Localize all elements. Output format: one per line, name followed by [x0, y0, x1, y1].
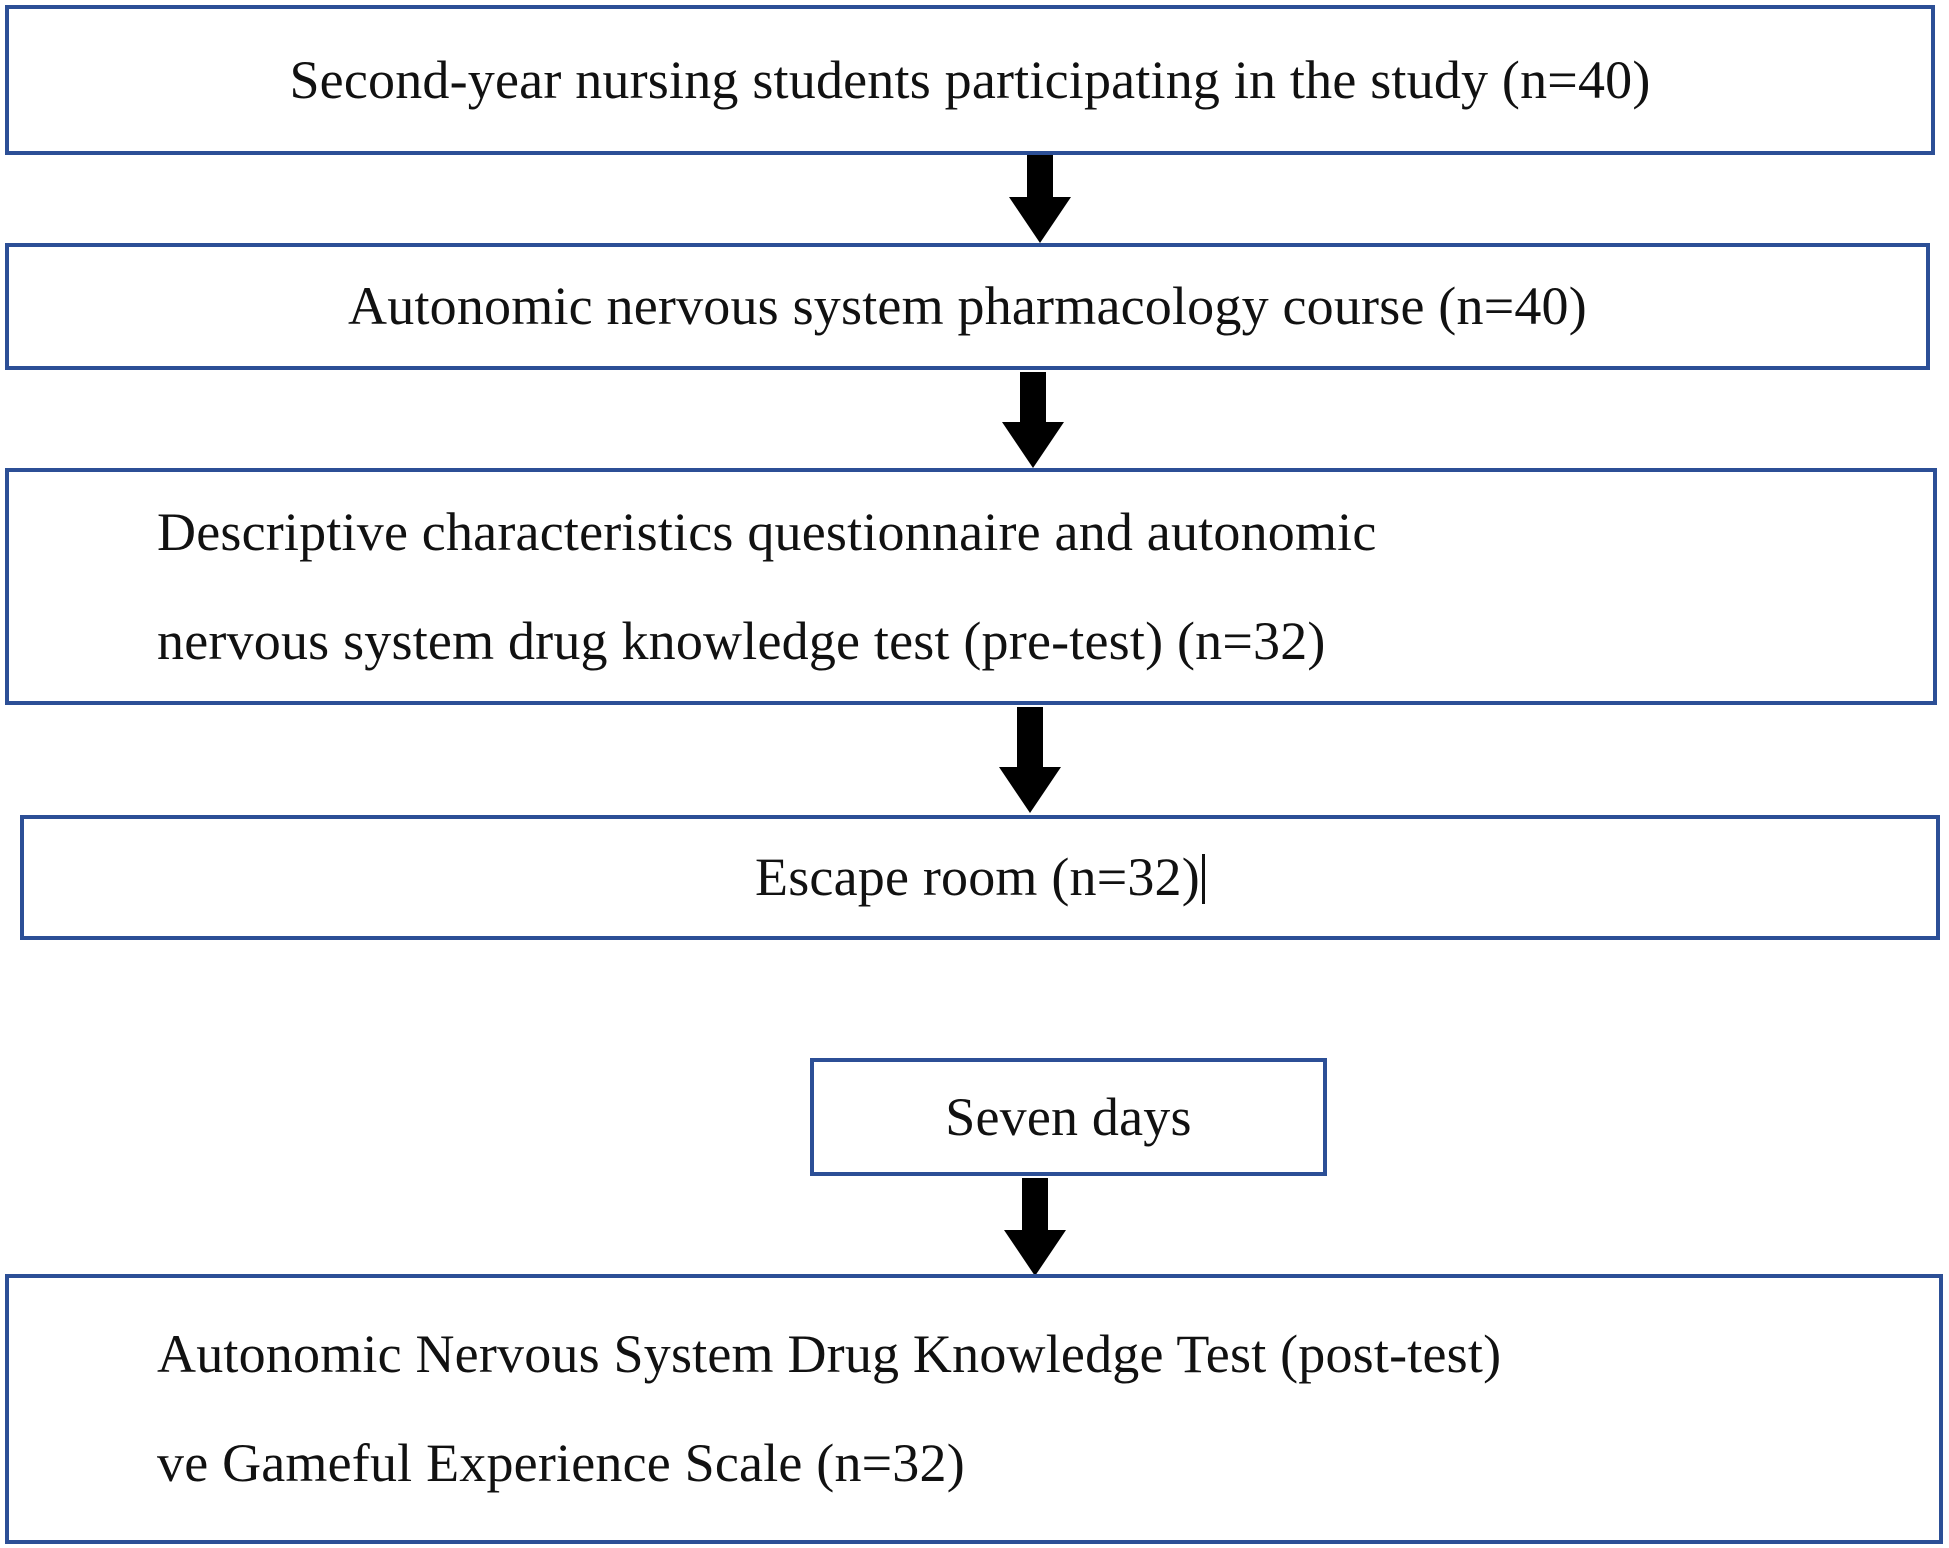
arrow-down-icon-pretest-to-escape-room	[998, 707, 1062, 813]
node-posttest-line-2: ve Gameful Experience Scale (n=32)	[157, 1433, 965, 1493]
arrow-down-icon-course-to-pretest	[1001, 372, 1065, 468]
node-escape-room-line-1: Escape room (n=32)	[755, 849, 1205, 906]
node-course-line-1: Autonomic nervous system pharmacology co…	[348, 276, 1587, 337]
node-participants-line-1: Second-year nursing students participati…	[289, 49, 1651, 110]
text-caret	[1201, 854, 1205, 905]
node-posttest-line-1: Autonomic Nervous System Drug Knowledge …	[157, 1324, 1502, 1385]
node-escape-room-label: Escape room (n=32)	[755, 847, 1200, 908]
flowchart-node-course[interactable]: Autonomic nervous system pharmacology co…	[5, 243, 1930, 370]
flowchart-node-participants[interactable]: Second-year nursing students participati…	[5, 5, 1935, 155]
flowchart-node-pretest[interactable]: Descriptive characteristics questionnair…	[5, 468, 1937, 705]
flowchart-node-escape-room[interactable]: Escape room (n=32)	[20, 815, 1940, 940]
flowchart-node-posttest[interactable]: Autonomic Nervous System Drug Knowledge …	[5, 1274, 1943, 1544]
node-pretest-line-2: nervous system drug knowledge test (pre-…	[157, 610, 1326, 671]
node-seven-days-line-1: Seven days	[945, 1086, 1192, 1147]
node-pretest-line-1: Descriptive characteristics questionnair…	[157, 501, 1377, 562]
arrow-down-icon-participants-to-course	[1008, 155, 1072, 243]
arrow-down-icon-seven-days-to-posttest	[1003, 1178, 1067, 1276]
flowchart-node-seven-days[interactable]: Seven days	[810, 1058, 1327, 1176]
